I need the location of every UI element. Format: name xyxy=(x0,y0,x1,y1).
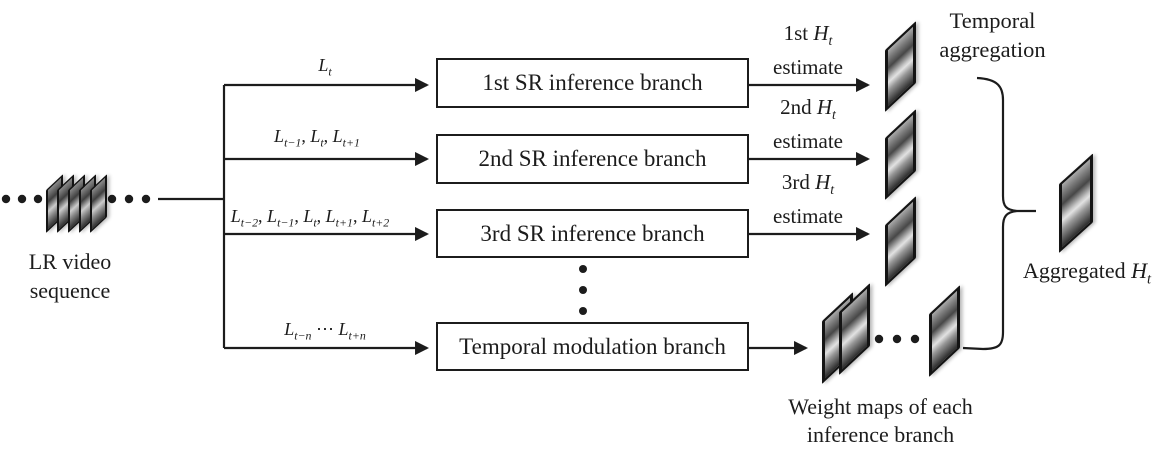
input-label-4: Lt−n ⋯ Lt+n xyxy=(284,319,366,343)
estimate-label-1-line2: estimate xyxy=(773,55,843,80)
lr-sequence-label: LR video sequence xyxy=(10,247,130,305)
aggregated-output-label: Aggregated Ht xyxy=(1022,258,1152,288)
temporal-aggregation-label-line2: aggregation xyxy=(939,37,1046,62)
estimate-label-2-line2: estimate xyxy=(773,129,843,154)
branch-box-1-label: 1st SR inference branch xyxy=(482,70,703,95)
aggregation-brace xyxy=(962,76,1018,351)
weight-maps-label-line2: inference branch xyxy=(806,422,955,447)
input-label-1: Lt xyxy=(318,55,332,79)
estimate-label-3-line1: 3rd Ht xyxy=(781,170,835,198)
branch-box-3: 3rd SR inference branch xyxy=(436,209,749,258)
estimate-label-1-line1: 1st Ht xyxy=(783,21,833,49)
input-label-3: Lt−2, Lt−1, Lt, Lt+1, Lt+2 xyxy=(230,206,390,230)
branch-box-4-label: Temporal modulation branch xyxy=(459,333,726,359)
lr-sequence-label-line1: LR video xyxy=(28,249,112,274)
weight-maps-label-line1: Weight maps of each xyxy=(788,394,973,419)
temporal-aggregation-label-line1: Temporal xyxy=(949,8,1036,33)
estimate-label-2: 2nd Ht estimate xyxy=(749,94,867,155)
temporal-aggregation-label: Temporal aggregation xyxy=(915,6,1070,64)
input-label-2: Lt−1, Lt, Lt+1 xyxy=(274,126,360,150)
estimate-label-1: 1st Ht estimate xyxy=(749,20,867,81)
ellipsis-dots xyxy=(1,194,920,344)
estimate-label-2-line1: 2nd Ht xyxy=(780,95,836,123)
branch-box-1: 1st SR inference branch xyxy=(436,58,749,108)
branch-box-3-label: 3rd SR inference branch xyxy=(480,220,705,246)
weight-maps-label: Weight maps of each inference branch xyxy=(770,393,991,449)
estimate-label-3: 3rd Ht estimate xyxy=(749,169,867,230)
estimate-label-3-line2: estimate xyxy=(773,204,843,229)
branch-box-2-label: 2nd SR inference branch xyxy=(478,146,707,171)
branch-box-2: 2nd SR inference branch xyxy=(436,134,749,184)
branch-box-4: Temporal modulation branch xyxy=(436,322,749,371)
lr-sequence-label-line2: sequence xyxy=(29,278,111,303)
